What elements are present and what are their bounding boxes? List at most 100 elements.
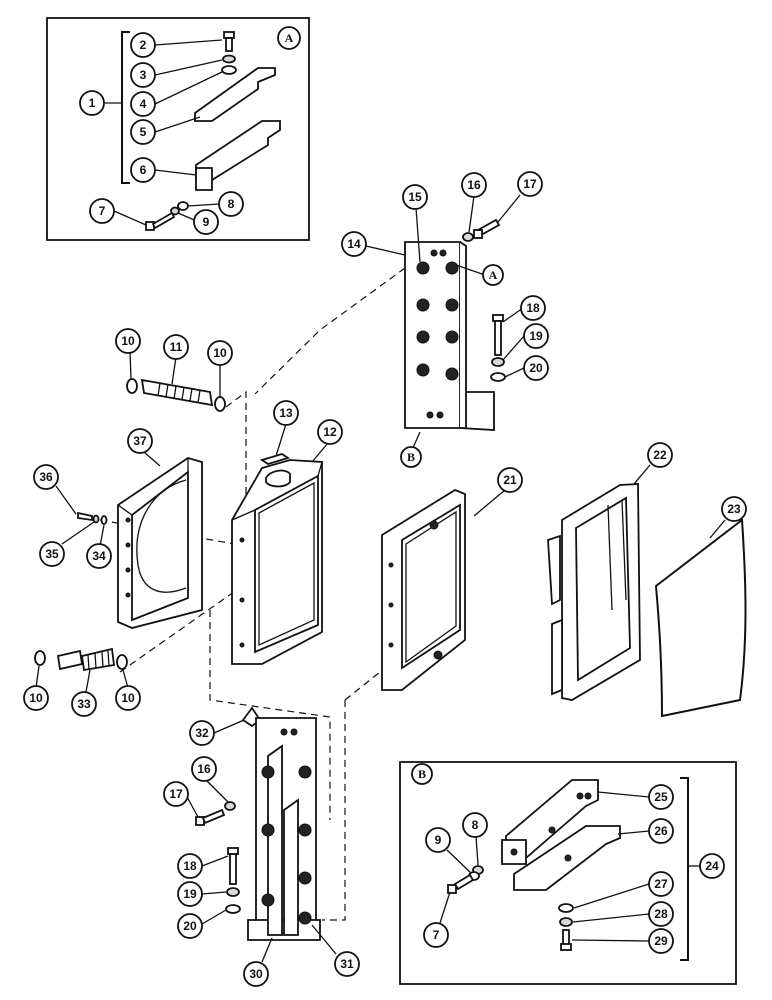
leader-19b	[201, 891, 227, 895]
callout-bubble	[517, 171, 543, 197]
callout-c36: 36	[33, 464, 59, 490]
ref-a-bubble	[482, 264, 504, 286]
inset-b-frame	[399, 761, 737, 985]
callout-bubble	[243, 961, 269, 987]
callout-bubble	[191, 756, 217, 782]
ref-b-bubble	[400, 446, 422, 468]
leader-28	[572, 913, 650, 923]
alignment-line-3	[119, 574, 259, 673]
leader-ref-a	[455, 264, 486, 276]
callout-number: 29	[654, 934, 668, 948]
callout-number: 25	[654, 790, 668, 804]
leader-14	[365, 245, 406, 256]
lock-washer-part-19b	[226, 887, 240, 897]
callout-bubble	[647, 442, 673, 468]
leader-10a	[129, 350, 132, 380]
bolt-part-2	[223, 31, 235, 52]
inset-b: B	[399, 761, 737, 985]
callout-bubble	[115, 328, 141, 354]
leader-35	[61, 521, 95, 545]
callout-c19b: 19	[177, 881, 203, 907]
leader-37	[143, 451, 161, 467]
leader-23	[709, 519, 726, 539]
callout-c16b: 16	[191, 756, 217, 782]
callout-c2: 2	[130, 32, 156, 58]
leader-11	[171, 356, 177, 385]
callout-number: 16	[467, 178, 481, 192]
leader-5	[154, 116, 201, 133]
upper-hose-part-11	[126, 378, 226, 412]
callout-c22: 22	[647, 442, 673, 468]
callout-number: 13	[279, 406, 293, 420]
callout-number: 14	[347, 237, 361, 251]
callout-number: 27	[654, 877, 668, 891]
bolt-part-17a	[473, 218, 501, 239]
callout-bubble	[71, 691, 97, 717]
leader-7a	[113, 210, 147, 226]
ref-a-label: A	[489, 268, 498, 282]
callout-c10d: 10	[115, 685, 141, 711]
callout-c25: 25	[648, 784, 674, 810]
lock-washer-part-35	[92, 514, 100, 524]
leader-16b	[205, 779, 229, 803]
plate-part-5	[194, 67, 276, 122]
leader-8b	[475, 835, 479, 866]
lock-washer-part-3	[222, 54, 236, 64]
radiator-part-12	[231, 459, 323, 665]
screen-frame-part-22	[547, 483, 641, 701]
ref-b-label: B	[407, 450, 415, 464]
callout-number: 1	[89, 96, 96, 110]
washer-part-34	[100, 515, 108, 525]
screw-part-36	[77, 511, 93, 522]
callout-number: 18	[183, 859, 197, 873]
callout-bubble	[461, 172, 487, 198]
callout-number: 20	[529, 361, 543, 375]
callout-bubble	[648, 818, 674, 844]
leader-18b	[201, 855, 229, 867]
leader-20a	[504, 367, 525, 378]
callout-number: 23	[727, 502, 741, 516]
callout-c20a: 20	[523, 355, 549, 381]
callout-bubble	[648, 871, 674, 897]
callout-number: 32	[195, 726, 209, 740]
callout-c30: 30	[243, 961, 269, 987]
callout-c29: 29	[648, 928, 674, 954]
callout-bubble	[23, 685, 49, 711]
callout-c15: 15	[402, 184, 428, 210]
callout-c8a: 8	[218, 191, 244, 217]
callout-number: 37	[133, 434, 147, 448]
callout-number: 8	[228, 197, 235, 211]
callout-number: 2	[140, 38, 147, 52]
callout-bubble	[86, 543, 112, 569]
inset-b-label: B	[418, 767, 426, 781]
callout-c3: 3	[130, 62, 156, 88]
callout-c8b: 8	[462, 812, 488, 838]
callout-c31: 31	[334, 951, 360, 977]
callout-bubble	[89, 198, 115, 224]
callout-c11: 11	[163, 334, 189, 360]
callout-c17b: 17	[163, 781, 189, 807]
callout-bubble	[425, 827, 451, 853]
callout-c26: 26	[648, 818, 674, 844]
callout-bubble	[115, 685, 141, 711]
callout-number: 12	[323, 425, 337, 439]
bolt-part-17b	[195, 808, 226, 826]
callout-c37: 37	[127, 428, 153, 454]
leader-10d	[122, 669, 129, 689]
callout-number: 8	[472, 818, 479, 832]
mounting-bracket-part-14	[404, 241, 495, 431]
leader-30	[261, 937, 273, 963]
callout-number: 34	[92, 549, 106, 563]
callout-c32: 32	[189, 720, 215, 746]
bracket-part-6-flange	[195, 167, 213, 191]
callout-c7a: 7	[89, 198, 115, 224]
callout-bubble	[648, 928, 674, 954]
callout-c12: 12	[317, 419, 343, 445]
callout-number: 10	[29, 691, 43, 705]
lock-washer-part-9	[170, 206, 180, 216]
nut-part-16a	[462, 232, 474, 242]
callout-number: 7	[99, 204, 106, 218]
callout-c9b: 9	[425, 827, 451, 853]
callout-c1: 1	[79, 90, 105, 116]
